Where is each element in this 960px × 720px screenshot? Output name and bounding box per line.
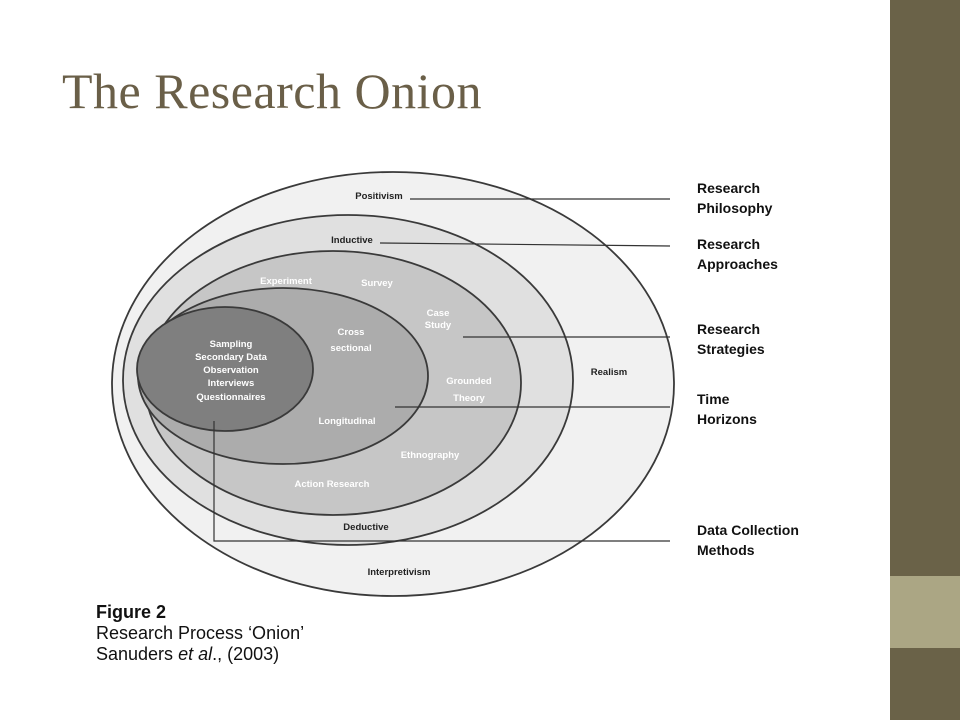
decor-band-bottom xyxy=(890,648,960,720)
callout-research-philosophy-line2: Philosophy xyxy=(697,200,773,216)
callout-research-approaches-line1: Research xyxy=(697,236,760,252)
label-positivism: Positivism xyxy=(355,191,403,202)
callout-research-strategies: Research Strategies xyxy=(697,321,765,357)
label-realism: Realism xyxy=(591,367,627,378)
label-survey: Survey xyxy=(361,278,393,289)
label-study: Study xyxy=(425,320,452,331)
label-interviews: Interviews xyxy=(208,378,254,389)
label-ethnography: Ethnography xyxy=(401,450,460,461)
label-cross: Cross xyxy=(338,327,365,338)
callout-data-collection-methods: Data Collection Methods xyxy=(697,522,803,558)
callout-research-philosophy: Research Philosophy xyxy=(697,180,773,216)
connector-line-data-collection xyxy=(213,421,670,542)
label-sampling: Sampling xyxy=(210,339,253,350)
connector-line-approaches xyxy=(379,242,671,247)
label-action-research: Action Research xyxy=(295,479,370,490)
label-case: Case xyxy=(427,308,450,319)
callout-time-horizons-line1: Time xyxy=(697,391,730,407)
onion-layer-data-collection xyxy=(136,306,314,432)
label-observation: Observation xyxy=(203,365,259,376)
slide-title: The Research Onion xyxy=(62,63,482,119)
callout-research-approaches-line2: Approaches xyxy=(697,256,778,272)
callout-research-strategies-line2: Strategies xyxy=(697,341,765,357)
callout-research-philosophy-line1: Research xyxy=(697,180,760,196)
callout-data-collection-line1: Data Collection xyxy=(697,522,799,538)
callout-time-horizons: Time Horizons xyxy=(697,391,757,427)
caption-title-quoted: ‘Onion’ xyxy=(248,623,305,643)
caption-citation-line: Sanuders et al., (2003) xyxy=(96,644,304,665)
label-secondary-data: Secondary Data xyxy=(195,352,268,363)
callout-research-approaches: Research Approaches xyxy=(697,236,778,272)
caption-title-prefix: Research Process xyxy=(96,623,249,643)
label-deductive: Deductive xyxy=(343,522,388,533)
decor-band-top xyxy=(890,0,960,576)
figure-caption: Figure 2 Research Process ‘Onion’ Sanude… xyxy=(96,602,304,665)
callout-research-strategies-line1: Research xyxy=(697,321,760,337)
caption-year: ., (2003) xyxy=(212,644,280,664)
callout-time-horizons-line2: Horizons xyxy=(697,411,757,427)
decor-band-middle xyxy=(890,576,960,648)
label-questionnaires: Questionnaires xyxy=(196,392,265,403)
label-grounded: Grounded xyxy=(446,376,492,387)
label-experiment: Experiment xyxy=(260,276,313,287)
caption-title-line: Research Process ‘Onion’ xyxy=(96,623,304,644)
label-inductive: Inductive xyxy=(331,235,373,246)
label-interpretivism: Interpretivism xyxy=(368,567,431,578)
label-longitudinal: Longitudinal xyxy=(319,416,376,427)
label-sectional: sectional xyxy=(330,343,371,354)
callout-data-collection-line2: Methods xyxy=(697,542,755,558)
caption-figure-number: Figure 2 xyxy=(96,602,167,622)
caption-etal: et al xyxy=(178,644,213,664)
caption-authors: Sanuders xyxy=(96,644,179,664)
label-theory: Theory xyxy=(453,393,485,404)
